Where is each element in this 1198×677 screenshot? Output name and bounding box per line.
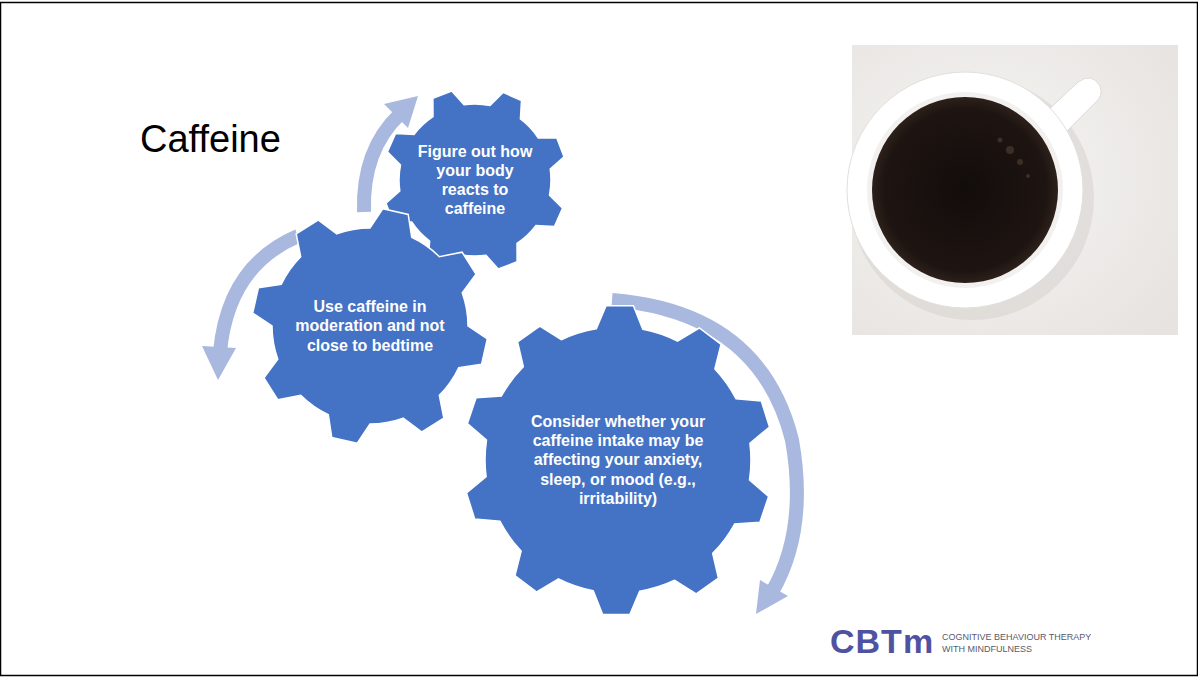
slide-border (1, 3, 1198, 676)
slide-title: Caffeine (140, 118, 281, 161)
gear-text: Consider whether your caffeine intake ma… (515, 412, 721, 508)
gear-text: Use caffeine in moderation and not close… (295, 297, 445, 355)
gear-shape: Consider whether your caffeine intake ma… (463, 305, 773, 615)
gear-text: Figure out how your body reacts to caffe… (413, 142, 537, 219)
coffee-photo (847, 45, 1178, 335)
logo-tagline: COGNITIVE BEHAVIOUR THERAPY WITH MINDFUL… (942, 632, 1092, 655)
gear-shape: Use caffeine in moderation and not close… (252, 208, 488, 444)
logo-wordmark: CBTm (830, 622, 934, 661)
arrow-heads (202, 96, 788, 614)
